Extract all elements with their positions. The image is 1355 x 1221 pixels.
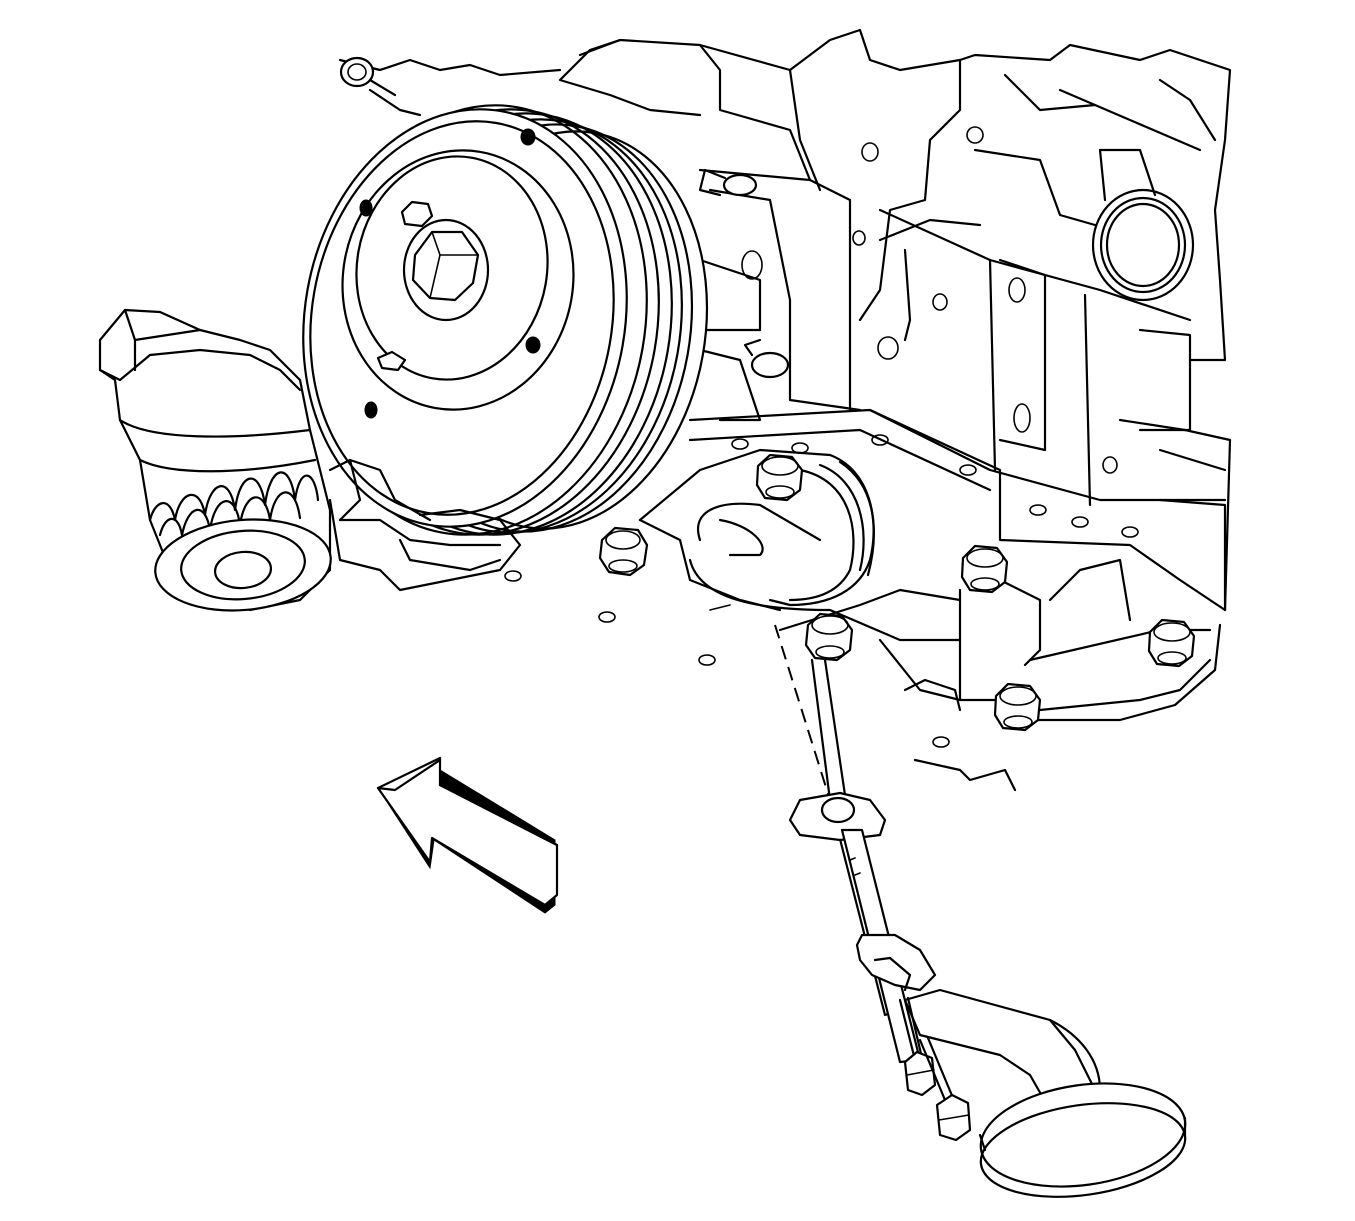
bracket-bolt-lower xyxy=(743,338,790,379)
alignment-line xyxy=(774,624,831,801)
oil-pan-bolt-3 xyxy=(804,612,854,662)
oil-filter xyxy=(98,308,362,612)
oil-pump-screen-o-ring xyxy=(788,791,887,842)
oil-pan-bolt-1 xyxy=(598,526,649,577)
bracket-bolt-upper xyxy=(698,168,758,197)
balancer-bolt xyxy=(402,218,490,322)
engine-block xyxy=(338,28,1232,612)
oil-pump-screen-bolt-1 xyxy=(898,996,937,1097)
oil-pan-bolt-4 xyxy=(960,544,1009,594)
upper-bracket-bolt xyxy=(339,56,397,97)
oil-pan-bolt-6 xyxy=(1147,618,1196,668)
view-direction-arrow xyxy=(376,756,559,914)
oil-pump-screen xyxy=(774,624,1187,1198)
oil-pan-bolt-2 xyxy=(755,453,804,502)
oil-pan-flange xyxy=(504,168,1227,792)
oil-pump-screen-bolt-2 xyxy=(918,1036,972,1142)
crankshaft-balancer xyxy=(302,104,709,536)
oil-pan-bolt-5 xyxy=(993,682,1042,732)
filter-adapter-bracket xyxy=(328,458,522,592)
